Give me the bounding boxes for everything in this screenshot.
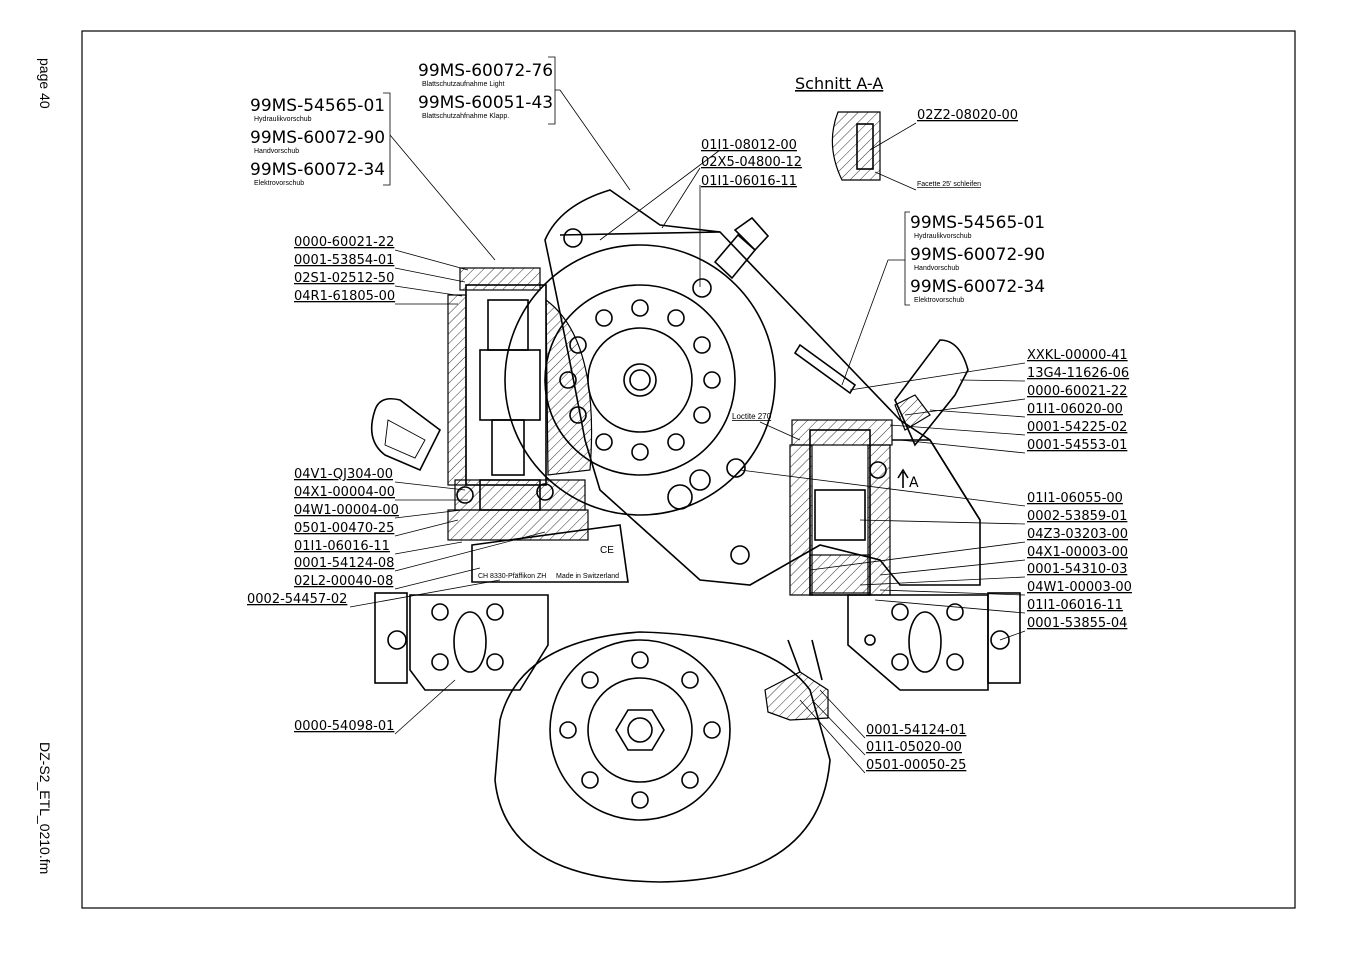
part-label: 04V1-QJ304-00	[294, 467, 393, 482]
section-note: Facette 25' schleifen	[917, 181, 981, 188]
part-label: 01I1-06055-00	[1027, 491, 1123, 506]
group-desc: Hydraulikvorschub	[254, 116, 312, 123]
group-desc: Elektrovorschub	[914, 297, 964, 304]
group-code: 99MS-60072-76	[418, 61, 553, 81]
group-code: 99MS-60051-43	[418, 93, 553, 113]
part-label: 04R1-61805-00	[294, 289, 395, 304]
part-label: XXKL-00000-41	[1027, 348, 1128, 363]
part-label: 0001-54225-02	[1027, 420, 1127, 435]
part-label: 04W1-00003-00	[1027, 580, 1132, 595]
part-label: 0001-54124-08	[294, 556, 394, 571]
assembly-group-left: 99MS-54565-01 Hydraulikvorschub 99MS-600…	[250, 96, 385, 187]
part-label: 04W1-00004-00	[294, 503, 399, 518]
part-label: 0001-53854-01	[294, 253, 394, 268]
bolt-circle-lower	[559, 651, 721, 809]
part-label: 0001-53855-04	[1027, 616, 1127, 631]
part-label: 01I1-08012-00	[701, 138, 797, 153]
part-label: 04X1-00004-00	[294, 485, 395, 500]
part-label: 0001-54553-01	[1027, 438, 1127, 453]
group-desc: Handvorschub	[254, 148, 299, 155]
group-desc: Hydraulikvorschub	[914, 233, 972, 240]
part-label: 02S1-02512-50	[294, 271, 394, 286]
group-code: 99MS-54565-01	[250, 96, 385, 116]
part-label: 01I1-06016-11	[294, 539, 390, 554]
part-label: 01I1-06016-11	[701, 174, 797, 189]
plate-address: CH 8330-Pfäffikon ZH	[478, 573, 546, 580]
group-desc: Blattschutzahfnahme Klapp.	[422, 113, 509, 120]
part-label: 0001-54124-01	[866, 723, 966, 738]
part-labels: 01I1-08012-00 02X5-04800-12 01I1-06016-11 0…	[247, 138, 1132, 773]
part-label: 0002-53859-01	[1027, 509, 1127, 524]
part-label: 0001-54310-03	[1027, 562, 1127, 577]
group-code: 99MS-60072-34	[250, 160, 385, 180]
group-desc: Blattschutzaufnahme Light	[422, 81, 505, 88]
part-label: 01I1-05020-00	[866, 740, 962, 755]
assembly-group-right: 99MS-54565-01 Hydraulikvorschub 99MS-600…	[910, 213, 1045, 304]
part-label: 0501-00050-25	[866, 758, 966, 773]
section-marker: A	[909, 475, 919, 491]
group-desc: Handvorschub	[914, 265, 959, 272]
leader-lines	[349, 56, 1026, 774]
page-number: page 40	[37, 58, 53, 109]
group-code: 99MS-54565-01	[910, 213, 1045, 233]
part-label: 0000-54098-01	[294, 719, 394, 734]
part-label: 01I1-06020-00	[1027, 402, 1123, 417]
part-label: 02L2-00040-08	[294, 574, 393, 589]
part-label: 0002-54457-02	[247, 592, 347, 607]
part-label: 04X1-00003-00	[1027, 545, 1128, 560]
group-code: 99MS-60072-90	[910, 245, 1045, 265]
assembly-group-top: 99MS-60072-76 Blattschutzaufnahme Light …	[418, 61, 553, 120]
plate-made: Made in Switzerland	[556, 573, 619, 580]
group-code: 99MS-60072-34	[910, 277, 1045, 297]
plate-ce: CE	[600, 545, 614, 556]
machine-drawing: CH 8330-Pfäffikon ZH Made in Switzerland…	[370, 111, 1021, 883]
part-label: 04Z3-03203-00	[1027, 527, 1128, 542]
part-label: 13G4-11626-06	[1027, 366, 1129, 381]
section-part-label: 02Z2-08020-00	[917, 108, 1018, 123]
part-label: 0000-60021-22	[1027, 384, 1127, 399]
part-label: 0501-00470-25	[294, 521, 394, 536]
group-code: 99MS-60072-90	[250, 128, 385, 148]
part-label: 01I1-06016-11	[1027, 598, 1123, 613]
section-title: Schnitt A-A	[795, 74, 883, 93]
part-label: 0000-60021-22	[294, 235, 394, 250]
group-desc: Elektrovorschub	[254, 180, 304, 187]
part-label: 02X5-04800-12	[701, 155, 802, 170]
drawing-frame	[81, 30, 1296, 909]
file-name: DZ-S2_ETL_0210.fm	[37, 742, 53, 874]
bolt-circle-upper	[559, 299, 721, 461]
loctite-note: Loctite 270	[732, 412, 772, 421]
